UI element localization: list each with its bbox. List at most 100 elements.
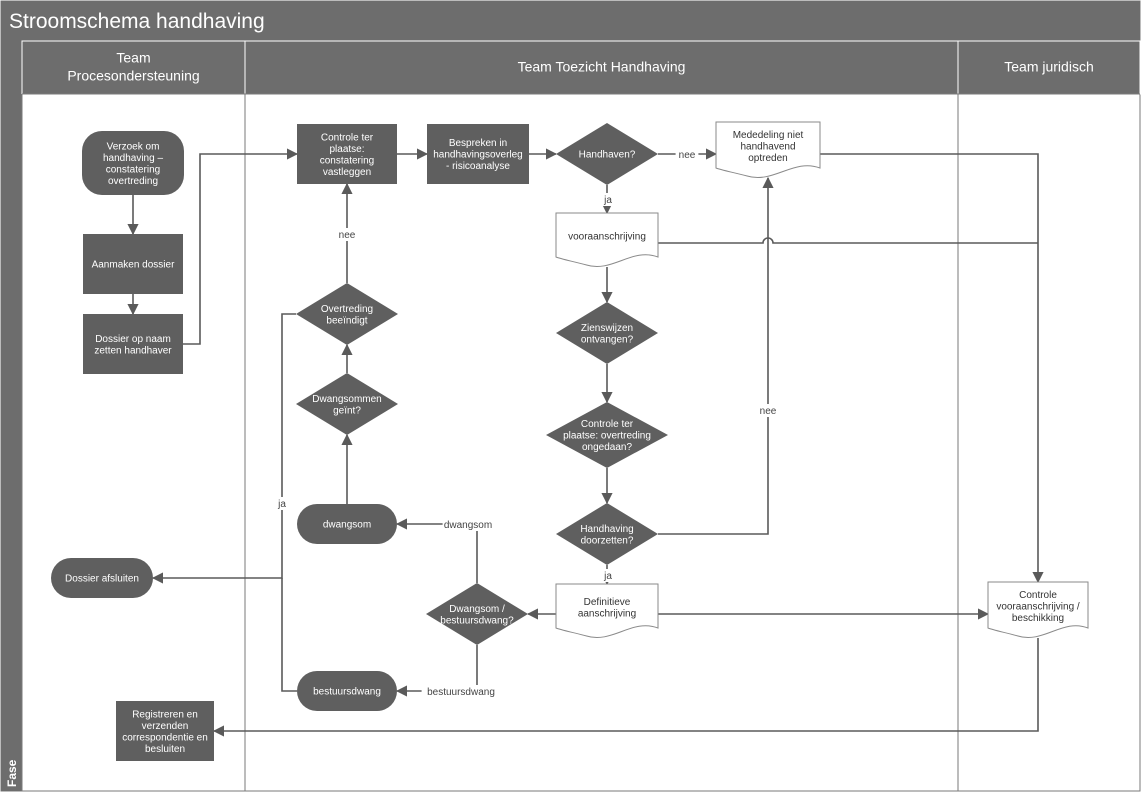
doorzetten-text-line: doorzetten? [581, 535, 634, 546]
label-ja-handhaven-bg [599, 193, 617, 206]
dossier-afsluiten-text-line: Dossier afsluiten [65, 574, 139, 585]
dwangsommen-geint-text-line: geïnt? [333, 405, 361, 416]
bestuursdwang-text-line: bestuursdwang [313, 687, 381, 698]
label-nee-doorzetten-bg [756, 404, 780, 417]
dwangsom-bestuursdwang-text-line: Dwangsom / [449, 604, 505, 615]
zienswijzen-text-line: ontvangen? [581, 334, 634, 345]
controle-ongedaan-text-line: plaatse: overtreding [563, 431, 651, 442]
aanmaken-text: Aanmaken dossier [92, 260, 175, 271]
mededeling-text-line: handhavend [740, 142, 795, 153]
dwangsom-text-line: dwangsom [323, 520, 371, 531]
lane-juridisch-header [957, 40, 1141, 95]
dossier-op-naam-shape [83, 314, 183, 374]
label-bestuursdwang: bestuursdwang [427, 687, 495, 698]
label-ja-afsluiten-bg [273, 497, 291, 510]
zienswijzen-shape [556, 302, 658, 364]
verzoek-text-line: handhaving – [103, 153, 163, 164]
overtreding-beeindigt-shape [296, 283, 398, 345]
definitieve-text-line: Definitieve [584, 597, 631, 608]
dwangsom-text: dwangsom [323, 520, 371, 531]
edge-dossier-controle [183, 148, 299, 345]
dossier-afsluiten-shape [51, 558, 153, 598]
aanmaken-text-line: Aanmaken dossier [92, 260, 175, 271]
edge-mededeling-controlejur [820, 153, 1044, 584]
node-bestuursdwang: bestuursdwang [297, 671, 397, 711]
doorzetten-shape [556, 503, 658, 565]
edge-vooraanschrijving-controlejur [658, 237, 1038, 244]
verzoek-text-line: constatering [106, 164, 160, 175]
dwangsom-bestuursdwang-shape [426, 583, 528, 645]
mededeling-shape [715, 121, 821, 178]
node-aanmaken: Aanmaken dossier [83, 234, 183, 294]
lane-toezicht-label-line: Team Toezicht Handhaving [518, 59, 686, 75]
aanmaken-shape [83, 234, 183, 294]
lane-procesondersteuning-label-line: Procesondersteuning [67, 68, 199, 84]
label-dwangsom-bg [442, 518, 494, 531]
label-ja-handhaven: ja [603, 195, 612, 206]
vooraanschrijving-shape [555, 212, 659, 267]
lane-juridisch-label-line: Team juridisch [1004, 59, 1093, 75]
node-dwangsom-bestuursdwang: Dwangsom /bestuursdwang? [426, 583, 528, 645]
verzoek-text-line: Verzoek om [107, 141, 160, 152]
dossier-op-naam-text-line: Dossier op naam [95, 334, 171, 345]
edge-controlejur-registreren [212, 638, 1039, 737]
node-handhaven: Handhaven? [556, 123, 658, 185]
dwangsommen-geint-shape [296, 373, 398, 435]
bespreken-text-line: Bespreken in [449, 138, 507, 149]
registreren-shape [116, 701, 214, 761]
registreren-text-line: Registreren en [132, 709, 198, 720]
label-ja-afsluiten: ja [277, 499, 286, 510]
overtreding-beeindigt-text-line: beeïndigt [326, 315, 367, 326]
bespreken-text-line: - risicoanalyse [446, 161, 510, 172]
definitieve-text-line: aanschrijving [578, 608, 636, 619]
overtreding-beeindigt-text-line: Overtreding [321, 304, 373, 315]
edge-doorzetten-mededeling [658, 176, 774, 535]
phase-label: Fase [5, 759, 19, 787]
node-dwangsom: dwangsom [297, 504, 397, 544]
dwangsom-bestuursdwang-text: Dwangsom /bestuursdwang? [440, 604, 514, 627]
mededeling-text-line: optreden [748, 153, 787, 164]
label-nee-doorzetten: nee [760, 406, 777, 417]
controle-constatering-text-line: vastleggen [323, 167, 371, 178]
controle-beschikking-text-line: vooraanschrijving / [996, 602, 1080, 613]
definitieve-shape [555, 583, 659, 638]
verzoek-text-line: overtreding [108, 176, 158, 187]
handhaven-text-line: Handhaven? [579, 150, 636, 161]
mededeling-text-line: Mededeling niet [733, 130, 804, 141]
label-bestuursdwang-bg [421, 685, 501, 698]
controle-beschikking-text-line: beschikking [1012, 613, 1064, 624]
registreren-text-line: correspondentie en [122, 732, 208, 743]
lane-procesondersteuning-header [21, 40, 246, 95]
lane-juridisch-label: Team juridisch [1004, 59, 1093, 75]
registreren-text-line: verzenden [142, 721, 189, 732]
controle-constatering-text-line: plaatse: [329, 144, 364, 155]
node-dossier-afsluiten: Dossier afsluiten [51, 558, 153, 598]
dossier-afsluiten-text: Dossier afsluiten [65, 574, 139, 585]
doorzetten-text-line: Handhaving [580, 524, 633, 535]
lane-toezicht-header [244, 40, 959, 95]
controle-ongedaan-text-line: Controle ter [581, 419, 634, 430]
label-nee-handhaven-bg [675, 148, 699, 161]
node-vooraanschrijving: vooraanschrijving [555, 212, 659, 267]
edge-overtreding-afsluiten [151, 313, 296, 584]
